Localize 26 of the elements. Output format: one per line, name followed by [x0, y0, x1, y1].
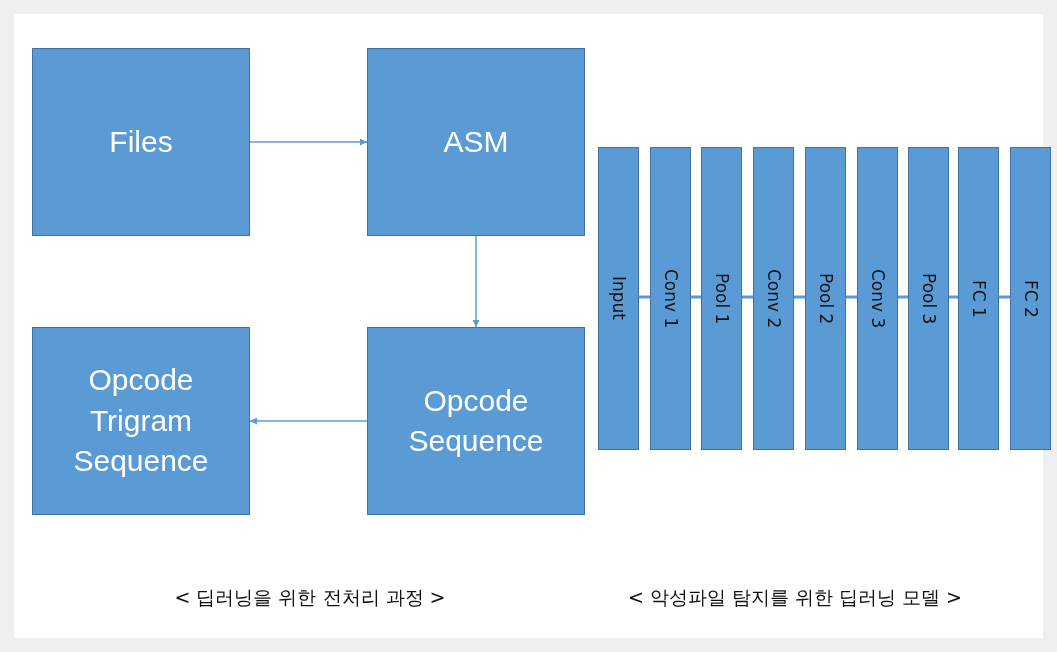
connector-line: [949, 295, 958, 299]
layer-bar: FC 2: [1010, 147, 1051, 450]
layer-bar: Conv 1: [650, 147, 691, 450]
arrow: [249, 417, 368, 425]
arrow: [472, 235, 480, 328]
layer-bar: Conv 2: [753, 147, 794, 450]
layer-bar: Conv 3: [857, 147, 898, 450]
process-box: Files: [32, 48, 250, 236]
caption: < 악성파일 탐지를 위한 딥러닝 모델 >: [627, 585, 963, 610]
connector-line: [794, 295, 805, 299]
process-box: Opcode Trigram Sequence: [32, 327, 250, 515]
layer-bar: Input: [598, 147, 639, 450]
connector-line: [846, 295, 857, 299]
process-box: Opcode Sequence: [367, 327, 585, 515]
process-box: ASM: [367, 48, 585, 236]
layer-bar: FC 1: [958, 147, 999, 450]
connector-line: [999, 295, 1010, 299]
connector-line: [742, 295, 753, 299]
connector-line: [898, 295, 908, 299]
layer-bar: Pool 1: [701, 147, 742, 450]
caption: < 딥러닝을 위한 전처리 과정 >: [174, 585, 446, 610]
arrow: [249, 138, 368, 146]
connector-line: [691, 295, 701, 299]
layer-bar: Pool 3: [908, 147, 949, 450]
connector-line: [639, 295, 650, 299]
layer-bar: Pool 2: [805, 147, 846, 450]
